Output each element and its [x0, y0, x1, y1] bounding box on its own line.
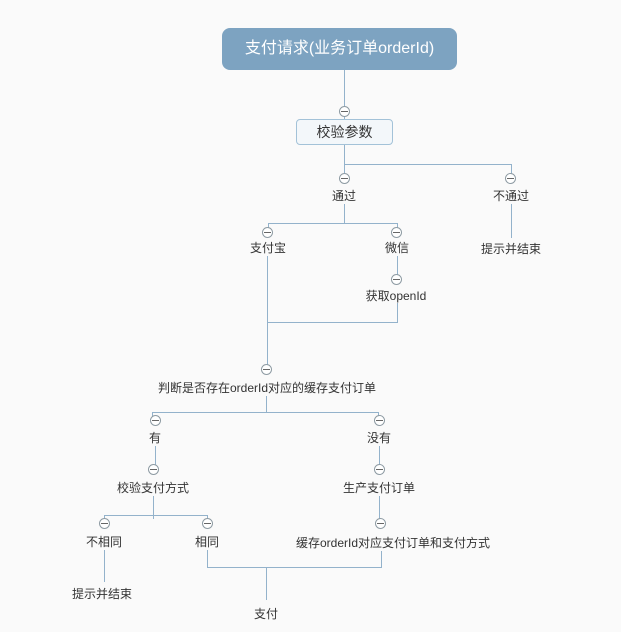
node-cache-order[interactable]: 缓存orderId对应支付订单和支付方式 [295, 536, 491, 550]
collapse-icon[interactable] [374, 464, 385, 475]
collapse-icon[interactable] [374, 415, 385, 426]
connector-line [266, 567, 267, 600]
node-has-not[interactable]: 没有 [366, 431, 392, 445]
collapse-icon[interactable] [202, 518, 213, 529]
connector-line [104, 550, 105, 582]
connector-line [104, 515, 105, 520]
node-validate-params[interactable]: 校验参数 [296, 119, 393, 145]
connector-line [344, 164, 511, 165]
node-pay[interactable]: 支付 [253, 607, 279, 621]
node-wechat[interactable]: 微信 [384, 241, 410, 255]
collapse-icon[interactable] [261, 364, 272, 375]
node-fail[interactable]: 不通过 [492, 189, 530, 203]
collapse-icon[interactable] [375, 518, 386, 529]
connector-line [268, 223, 269, 228]
connector-line [511, 204, 512, 238]
connector-line [207, 550, 208, 568]
collapse-icon[interactable] [339, 106, 350, 117]
connector-line [266, 396, 267, 413]
node-same[interactable]: 相同 [194, 535, 220, 549]
connector-line [379, 496, 380, 519]
connector-line [344, 204, 345, 224]
connector-line [152, 412, 153, 417]
collapse-icon[interactable] [505, 173, 516, 184]
node-notsame-end[interactable]: 提示并结束 [71, 587, 133, 601]
connector-line [381, 551, 382, 568]
collapse-icon[interactable] [148, 464, 159, 475]
connector-line [207, 567, 382, 568]
node-pass[interactable]: 通过 [331, 189, 357, 203]
node-payment-request-root[interactable]: 支付请求(业务订单orderId) [222, 28, 457, 70]
connector-line [378, 412, 379, 417]
connector-line [267, 322, 398, 323]
node-not-same[interactable]: 不相同 [85, 535, 123, 549]
node-has[interactable]: 有 [148, 431, 162, 445]
connector-line [397, 303, 398, 323]
connector-line [268, 223, 398, 224]
connector-line [153, 496, 154, 519]
node-verify-pay-method[interactable]: 校验支付方式 [116, 481, 190, 495]
connector-line [104, 515, 208, 516]
collapse-icon[interactable] [99, 518, 110, 529]
connector-line [267, 256, 268, 365]
connector-line [152, 412, 379, 413]
node-create-pay-order[interactable]: 生产支付订单 [342, 481, 416, 495]
collapse-icon[interactable] [391, 274, 402, 285]
connector-line [511, 164, 512, 174]
collapse-icon[interactable] [150, 415, 161, 426]
connector-line [379, 446, 380, 465]
connector-line [207, 515, 208, 520]
collapse-icon[interactable] [262, 227, 273, 238]
connector-line [155, 446, 156, 465]
collapse-icon[interactable] [391, 227, 402, 238]
connector-line [344, 144, 345, 174]
connector-line [397, 223, 398, 228]
node-alipay[interactable]: 支付宝 [249, 241, 287, 255]
collapse-icon[interactable] [339, 173, 350, 184]
connector-line [344, 70, 345, 119]
node-get-openid[interactable]: 获取openId [365, 289, 427, 303]
connector-line [397, 256, 398, 275]
node-fail-end[interactable]: 提示并结束 [480, 242, 542, 256]
node-check-cached-order[interactable]: 判断是否存在orderId对应的缓存支付订单 [157, 381, 377, 395]
